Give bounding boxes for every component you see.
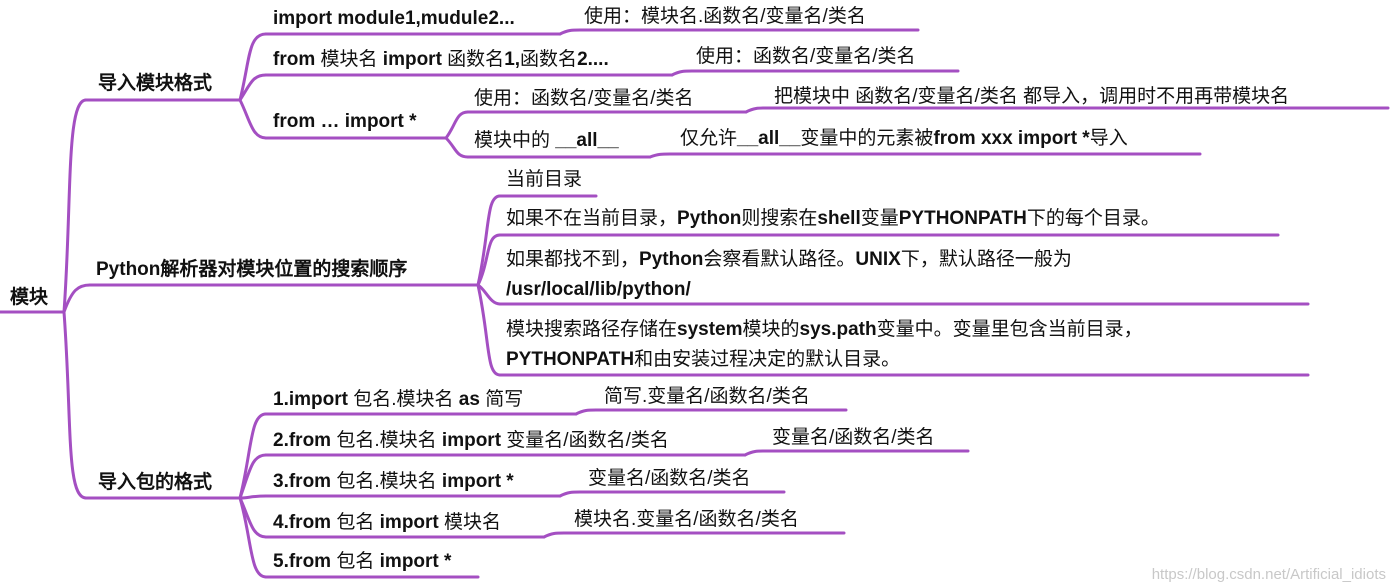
node-ip-row3: 3.from 包名.模块名 import * — [273, 471, 514, 492]
node-so-item1: 当前目录 — [506, 169, 583, 190]
node-im-sub1: 使用：函数名/变量名/类名 — [474, 88, 694, 109]
underline-im-sub1-desc — [744, 106, 1390, 114]
node-import-module: 导入模块格式 — [98, 73, 213, 94]
root-node: 模块 — [10, 287, 49, 308]
node-ip-row4-use: 模块名.变量名/函数名/类名 — [574, 509, 799, 530]
edge-root-search-order — [62, 283, 92, 314]
node-so-item4: 模块搜索路径存储在system模块的sys.path变量中。变量里包含当前目录，… — [506, 319, 1143, 370]
node-im-row1-use: 使用：模块名.函数名/变量名/类名 — [584, 6, 866, 27]
node-ip-row1-use: 简写.变量名/函数名/类名 — [604, 386, 810, 407]
node-ip-row2: 2.from 包名.模块名 import 变量名/函数名/类名 — [273, 430, 669, 451]
underline-im-row1-use — [558, 28, 920, 36]
node-im-sub2: 模块中的 __all__ — [474, 130, 619, 151]
node-ip-row4: 4.from 包名 import 模块名 — [273, 512, 502, 533]
node-im-row2: from 模块名 import 函数名1,函数名2.... — [273, 49, 609, 70]
node-im-row3: from … import * — [273, 111, 417, 132]
node-so-item2: 如果不在当前目录，Python则搜索在shell变量PYTHONPATH下的每个… — [506, 208, 1160, 229]
edge-root-import-package — [62, 310, 88, 500]
node-im-sub2-desc: 仅允许__all__变量中的元素被from xxx import *导入 — [680, 128, 1128, 149]
node-so-item3: 如果都找不到，Python会察看默认路径。UNIX下，默认路径一般为/usr/l… — [506, 249, 1072, 300]
node-ip-row5: 5.from 包名 import * — [273, 551, 452, 572]
underline-ip-row1-use — [574, 408, 848, 416]
node-ip-row1: 1.import 包名.模块名 as 简写 — [273, 389, 524, 410]
watermark: https://blog.csdn.net/Artificial_idiots — [1151, 566, 1386, 583]
node-ip-row3-use: 变量名/函数名/类名 — [588, 468, 751, 489]
underline-im-row2-use — [670, 69, 960, 77]
underline-ip-row2-use — [743, 449, 970, 457]
node-ip-row2-use: 变量名/函数名/类名 — [772, 427, 935, 448]
node-search-order: Python解析器对模块位置的搜索顺序 — [96, 259, 408, 280]
node-im-sub1-desc: 把模块中 函数名/变量名/类名 都导入，调用时不用再带模块名 — [774, 86, 1290, 107]
node-im-row2-use: 使用：函数名/变量名/类名 — [696, 46, 916, 67]
edge-root-import-module — [62, 98, 88, 314]
underline-im-sub2-desc — [648, 152, 1202, 159]
underline-ip-row3-use — [558, 490, 786, 498]
node-import-package: 导入包的格式 — [98, 472, 213, 493]
node-im-row1: import module1,mudule2... — [273, 8, 515, 29]
underline-ip-row4-use — [542, 531, 846, 539]
